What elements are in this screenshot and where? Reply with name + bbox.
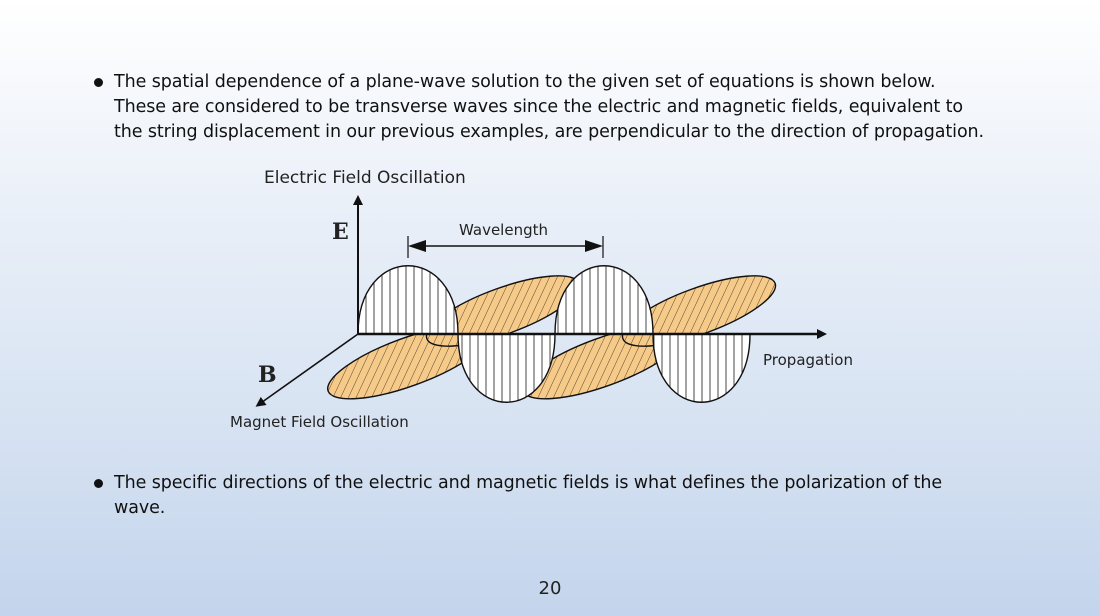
electric-lobe bbox=[357, 265, 459, 335]
wavelength-arrowhead bbox=[408, 240, 426, 252]
b-axis-arrow bbox=[255, 333, 359, 407]
bullet-item: The spatial dependence of a plane-wave s… bbox=[94, 70, 984, 145]
bullet-text: The spatial dependence of a plane-wave s… bbox=[114, 72, 984, 142]
wavelength-label: Wavelength bbox=[459, 221, 548, 239]
bullet-dot bbox=[94, 78, 103, 87]
bullet-item: The specific directions of the electric … bbox=[94, 471, 984, 521]
magnetic-lobe bbox=[621, 275, 777, 347]
em-wave-diagram: Electric Field Oscillation E B Wavelengt… bbox=[230, 168, 853, 431]
page-number: 20 bbox=[538, 578, 562, 599]
wavelength-arrowhead bbox=[585, 240, 603, 252]
e-axis-label: E bbox=[332, 219, 349, 245]
electric-lobe bbox=[554, 265, 654, 335]
magnetic-field-label: Magnet Field Oscillation bbox=[230, 413, 409, 431]
magnetic-lobes bbox=[327, 275, 777, 400]
bullet-dot bbox=[94, 479, 103, 488]
electric-lobes bbox=[357, 265, 751, 403]
propagation-label: Propagation bbox=[763, 351, 853, 369]
electric-lobe bbox=[457, 333, 556, 403]
bullet-text: The specific directions of the electric … bbox=[114, 473, 943, 518]
electric-field-label: Electric Field Oscillation bbox=[264, 168, 466, 188]
electric-lobe bbox=[652, 333, 751, 403]
b-axis-label: B bbox=[258, 362, 277, 388]
